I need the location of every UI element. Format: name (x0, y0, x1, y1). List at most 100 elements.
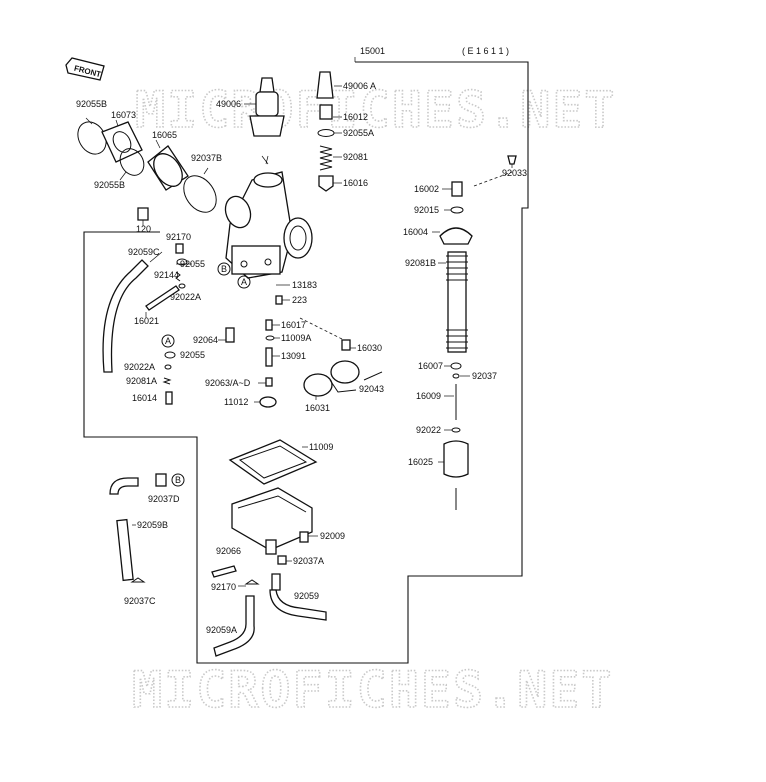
jet-92063 (265, 377, 273, 387)
jet-13091 (265, 347, 273, 367)
spring-92144 (175, 271, 181, 282)
screw-223 (275, 295, 283, 305)
part-label-92059b: 92059B (137, 520, 168, 530)
oring-92055-1 (176, 258, 188, 266)
part-label-16004: 16004 (403, 227, 428, 237)
cap-92033 (507, 155, 517, 165)
part-label-92059a: 92059A (206, 625, 237, 635)
part-label-92022: 92022 (416, 425, 441, 435)
screw-16002 (451, 181, 463, 197)
slide-16025 (443, 440, 469, 478)
screw-92009 (299, 531, 309, 543)
spring-92081a (162, 377, 172, 385)
watermark-bottom: MICROFICHES.NET (132, 661, 614, 719)
cap-16004 (439, 227, 473, 245)
diagram-code: ( E 1 6 1 1 ) (462, 46, 509, 56)
part-label-92009: 92009 (320, 531, 345, 541)
part-label-92081: 92081 (343, 152, 368, 162)
hose-end-92037d (109, 477, 139, 495)
hose-92059a (213, 595, 255, 657)
part-label-92081a: 92081A (126, 376, 157, 386)
part-label-92066: 92066 (216, 546, 241, 556)
spring-92081 (319, 145, 333, 171)
part-label-92037d: 92037D (148, 494, 180, 504)
washer-92022a-1 (178, 283, 186, 289)
holder-16073 (101, 121, 143, 163)
part-label-92064: 92064 (193, 335, 218, 345)
carburetor-body (224, 171, 313, 279)
oring-11009a (265, 335, 275, 341)
washer-92022a-2 (164, 364, 172, 370)
part-label-16017: 16017 (281, 320, 306, 330)
plug-92066 (211, 565, 237, 578)
part-label-92037a: 92037A (293, 556, 324, 566)
part-label-92015: 92015 (414, 205, 439, 215)
spring-92081b (446, 251, 468, 353)
part-label-13183: 13183 (292, 280, 317, 290)
part-label-11012: 11012 (224, 397, 248, 407)
part-label-92063: 92063/A~D (205, 378, 251, 388)
part-label-11009: 11009 (309, 442, 333, 452)
part-label-92170-1: 92170 (166, 232, 191, 242)
callout-a-icon (237, 275, 251, 289)
part-label-92055-1: 92055 (180, 259, 205, 269)
plug-11012 (259, 396, 277, 408)
plunger-16016 (318, 175, 334, 192)
part-label-92037b: 92037B (191, 153, 222, 163)
part-label-16030: 16030 (357, 343, 382, 353)
part-label-16021: 16021 (134, 316, 159, 326)
cable-adjuster (316, 71, 334, 99)
part-label-92059c: 92059C (128, 247, 160, 257)
part-label-49006a: 49006 A (343, 81, 376, 91)
float-bowl (231, 487, 313, 555)
oring-92015 (450, 206, 464, 214)
cap-92170-2 (244, 579, 260, 585)
hose-92059b (116, 518, 134, 582)
pin-92043 (363, 371, 383, 381)
float-16031 (303, 360, 360, 397)
callout-b-label-2: B (175, 475, 181, 485)
clamp-92037a (277, 555, 287, 565)
part-label-16031: 16031 (305, 403, 330, 413)
part-label-92055a: 92055A (343, 128, 374, 138)
part-label-223: 223 (292, 295, 307, 305)
part-label-16012: 16012 (343, 112, 368, 122)
part-label-92059: 92059 (294, 591, 319, 601)
part-label-92055b-1: 92055B (76, 99, 107, 109)
clamp-92037b (183, 175, 217, 213)
callout-b-label: B (221, 264, 227, 274)
screw-92170-1 (175, 243, 184, 254)
part-label-92022a-2: 92022A (124, 362, 155, 372)
watermark-top: MICROFICHES.NET (135, 81, 617, 139)
part-label-92170-2: 92170 (211, 582, 236, 592)
oring-92055-2 (164, 351, 176, 359)
part-label-13091: 13091 (281, 351, 306, 361)
part-label-92037-1: 92037 (472, 371, 497, 381)
part-label-16007: 16007 (418, 361, 443, 371)
bolt-120 (137, 207, 149, 221)
washer-92037 (452, 373, 460, 379)
part-label-92022a-1: 92022A (170, 292, 201, 302)
gasket-92055b-2 (119, 148, 145, 176)
part-label-92033: 92033 (502, 168, 527, 178)
part-label-92043: 92043 (359, 384, 384, 394)
clamp-92037c (130, 577, 146, 583)
part-label-16002: 16002 (414, 184, 439, 194)
nut-16012 (319, 104, 333, 120)
fitting-92059 (271, 573, 281, 591)
part-label-15001: 15001 (360, 46, 385, 56)
assembly-frame (83, 61, 529, 664)
part-label-92055b-2: 92055B (94, 180, 125, 190)
needle-valve-16030 (341, 339, 351, 351)
part-label-16009: 16009 (416, 391, 441, 401)
part-label-92144: 92144 (154, 270, 179, 280)
part-label-49006: 49006 (216, 99, 241, 109)
part-label-16014: 16014 (132, 393, 157, 403)
front-arrow-icon: FRONT (65, 57, 105, 81)
washer-92022 (451, 427, 461, 433)
callout-a-label-2: A (165, 336, 171, 346)
gasket-11009 (228, 439, 318, 485)
clip-16007 (450, 362, 462, 370)
callout-b-icon (217, 262, 231, 276)
part-label-16065: 16065 (152, 130, 177, 140)
